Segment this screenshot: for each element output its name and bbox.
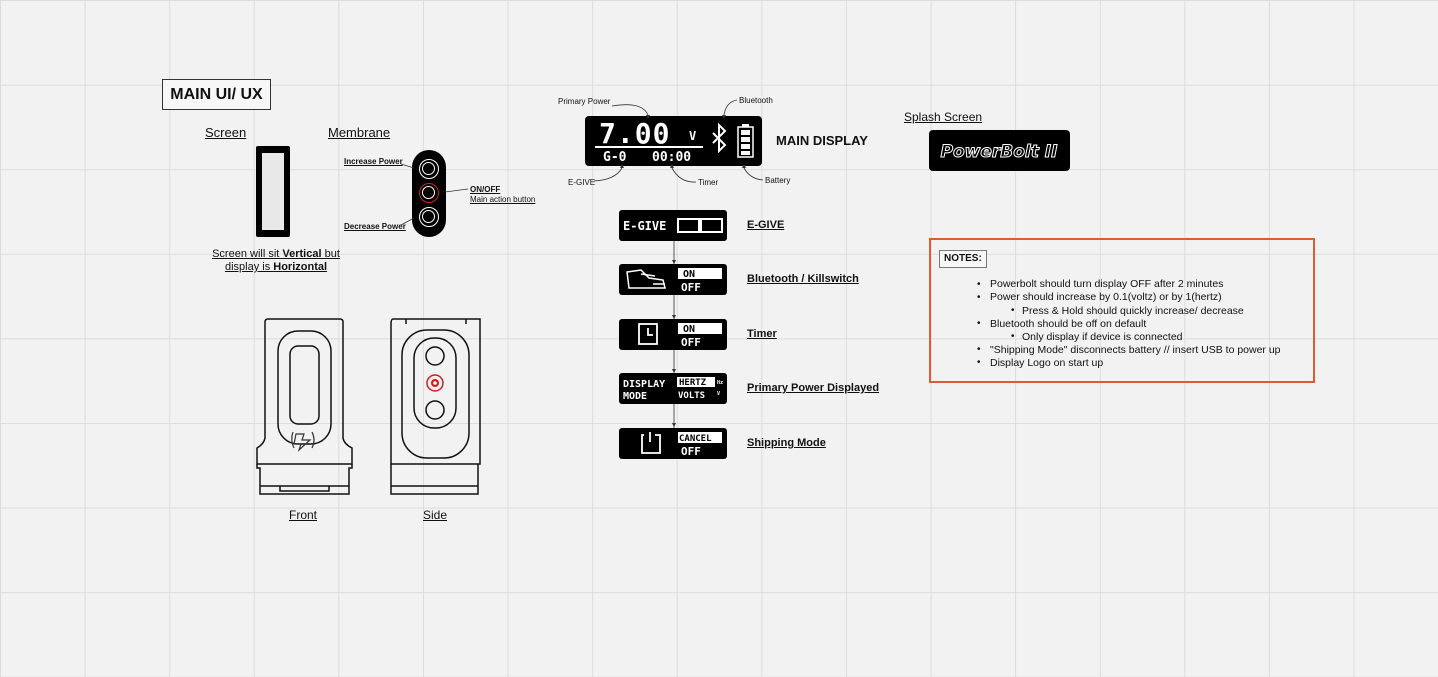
main-action-label: Main action button (470, 195, 536, 204)
powerbolt-logo: PowerBolt II (940, 142, 1058, 163)
membrane-keypad (412, 150, 446, 237)
note-bullet: • (977, 292, 981, 303)
membrane-heading: Membrane (328, 125, 391, 140)
note-item: Power should increase by 0.1(voltz) or b… (990, 291, 1222, 303)
note-item: "Shipping Mode" disconnects battery // i… (990, 344, 1281, 356)
splash-screen: PowerBolt II (929, 130, 1070, 171)
mode-screen-timer-on: ON (683, 324, 695, 335)
powerbolt-emblem-icon (291, 431, 315, 452)
main-display-value: 7.00 (599, 117, 670, 150)
increase-power-label: Increase Power (344, 157, 403, 166)
note-item: Display Logo on start up (990, 357, 1104, 369)
note-item: Bluetooth should be off on default (990, 318, 1147, 330)
page-title: MAIN UI/ UX (162, 79, 271, 110)
mode-screen-bt-on: ON (683, 269, 695, 280)
mode-screen-bluetooth: ON OFF (619, 264, 727, 295)
power-icon (641, 432, 661, 454)
mode-screen-volts-text: VOLTS (678, 391, 705, 401)
mode-label-bluetooth: Bluetooth / Killswitch (747, 273, 859, 285)
mode-screen-timer: ON OFF (619, 319, 727, 350)
bluetooth-callout: Bluetooth (739, 96, 773, 105)
splash-heading: Splash Screen (904, 110, 983, 124)
battery-icon (737, 124, 754, 158)
notes-panel (929, 238, 1315, 383)
note-sub-bullet: • (1011, 305, 1015, 316)
mode-screen-egive-graphic: E-GIVE (623, 218, 723, 233)
mode-label-shipping: Shipping Mode (747, 437, 826, 449)
vertical-screen-glass (262, 153, 284, 230)
main-display-graphic: 7.00 V G-0 00:00 (595, 117, 754, 165)
note-bullet: • (977, 318, 981, 329)
mode-screen-v-unit: V (717, 391, 720, 397)
mode-screen-ship-off: OFF (681, 445, 701, 458)
mode-screen-shipping-graphic: CANCEL OFF (641, 432, 722, 458)
mode-label-timer: Timer (747, 328, 777, 340)
caption-bold-horizontal: Horizontal (273, 261, 328, 273)
mode-screen-bluetooth-graphic: ON OFF (626, 268, 722, 294)
caption-text-3: display is (224, 261, 274, 273)
mode-screen-egive: E-GIVE (619, 210, 727, 241)
increase-power-button[interactable] (419, 159, 439, 179)
splash-logo-text: PowerBolt II (941, 142, 1058, 162)
note-sub-bullet: • (1011, 331, 1015, 342)
action-button-icon (426, 374, 444, 392)
main-display-mode: G-0 (603, 150, 627, 165)
note-item: Powerbolt should turn display OFF after … (990, 278, 1224, 290)
device-side-drawing (390, 318, 481, 495)
decrease-power-button[interactable] (419, 207, 439, 227)
note-subitem: Only display if device is connected (1022, 331, 1183, 343)
mode-screen-primary-power-graphic: DISPLAY MODE HERTZ Hz VOLTS V (623, 377, 723, 402)
clock-icon (638, 323, 658, 345)
mode-screen-display-text: DISPLAY (623, 379, 665, 390)
front-label: Front (289, 508, 318, 522)
mode-screen-hz-unit: Hz (717, 380, 723, 386)
mode-screen-bt-off: OFF (681, 281, 701, 294)
mode-screen-shipping: CANCEL OFF (619, 428, 727, 459)
mode-screen-egive-text: E-GIVE (623, 219, 666, 233)
mode-label-primary-power: Primary Power Displayed (747, 382, 880, 394)
bluetooth-icon (712, 122, 727, 154)
screen-caption: Screen will sit Vertical but display is … (196, 248, 356, 274)
mode-screen-cancel-text: CANCEL (679, 434, 712, 444)
mode-screen-primary-power: DISPLAY MODE HERTZ Hz VOLTS V (619, 373, 727, 404)
battery-callout: Battery (765, 176, 791, 185)
note-bullet: • (977, 344, 981, 355)
note-subitem: Press & Hold should quickly increase/ de… (1022, 305, 1244, 317)
primary-power-callout: Primary Power (558, 97, 611, 106)
onoff-action-button[interactable] (419, 183, 439, 203)
mode-screen-hertz-text: HERTZ (679, 378, 707, 388)
main-display-screen: 7.00 V G-0 00:00 (585, 116, 762, 166)
main-display-unit: V (689, 129, 696, 143)
display-callout-arrows (593, 99, 764, 183)
egive-callout: E-GIVE (568, 178, 596, 187)
mode-screen-mode-text: MODE (623, 391, 647, 402)
screen-heading: Screen (205, 125, 247, 140)
decrease-power-label: Decrease Power (344, 222, 406, 231)
mode-label-egive: E-GIVE (747, 219, 785, 231)
caption-text-2: but (321, 248, 340, 260)
note-bullet: • (977, 357, 981, 368)
caption-text-1: Screen will sit (212, 248, 283, 260)
onoff-label: ON/OFF (470, 185, 501, 194)
caption-bold-vertical: Vertical (282, 248, 322, 260)
shoe-icon (626, 269, 666, 289)
notes-title: NOTES: (939, 250, 987, 268)
membrane-pointer-lines (400, 163, 469, 226)
note-bullet: • (977, 279, 981, 290)
main-display-heading: MAIN DISPLAY (776, 133, 868, 148)
side-label: Side (423, 508, 448, 522)
main-display-time: 00:00 (652, 150, 691, 165)
mode-screen-timer-off: OFF (681, 336, 701, 349)
mode-screen-timer-graphic: ON OFF (638, 323, 722, 349)
device-front-drawing (256, 318, 353, 495)
timer-callout: Timer (698, 178, 719, 187)
